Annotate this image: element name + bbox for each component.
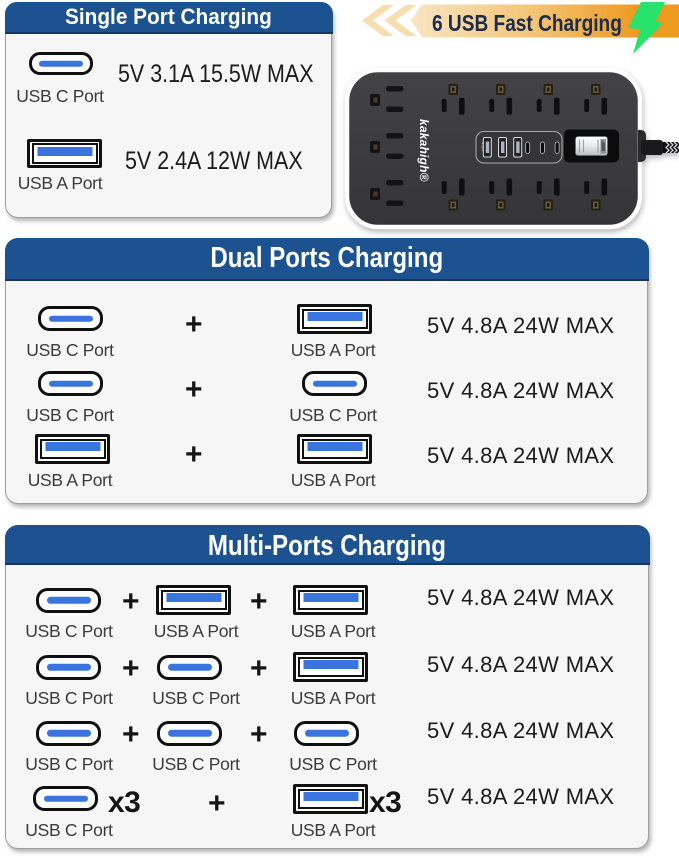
svg-text:kakahigh®: kakahigh® (417, 119, 431, 182)
